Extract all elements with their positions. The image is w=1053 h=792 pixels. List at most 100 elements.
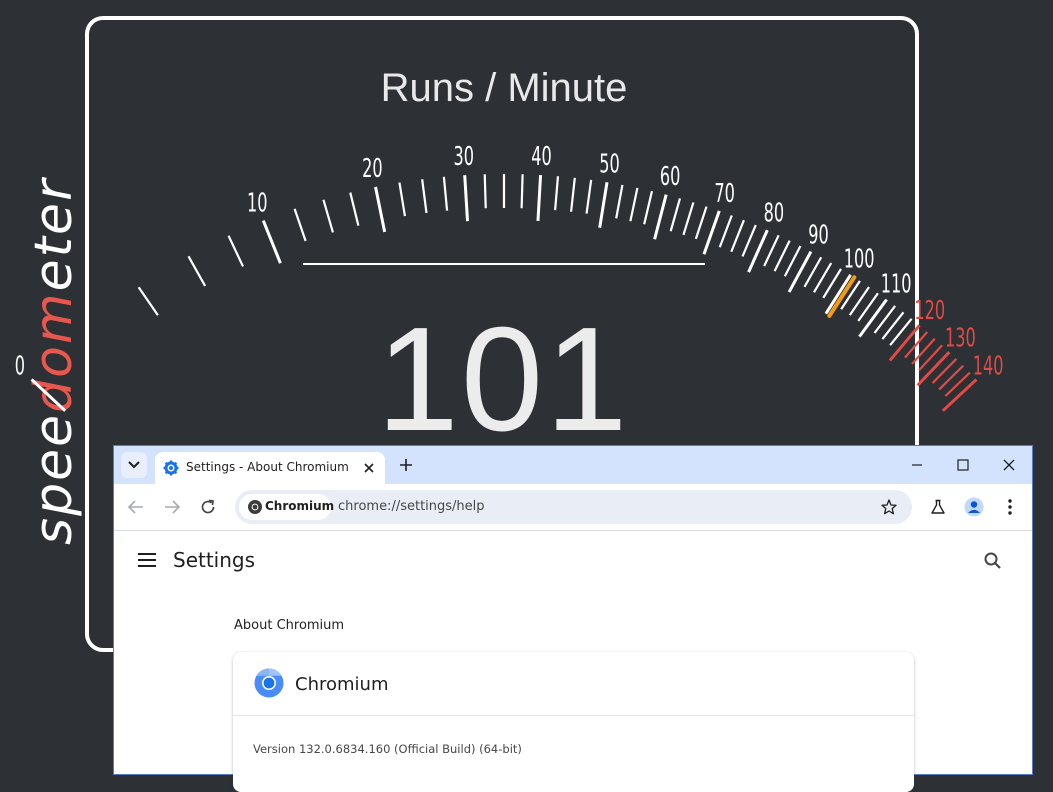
gauge-tick — [881, 311, 905, 340]
arrow-left-icon — [128, 500, 143, 514]
close-icon — [364, 463, 374, 473]
product-name: Chromium — [295, 674, 389, 695]
gauge-tick — [938, 364, 964, 391]
profile-button[interactable] — [961, 494, 987, 520]
browser-window: Settings - About Chromium — [113, 445, 1033, 792]
gauge-tick — [813, 262, 833, 293]
search-icon[interactable] — [982, 550, 1004, 572]
gear-icon — [163, 460, 179, 476]
gauge-tick — [783, 245, 802, 277]
gauge-label: 110 — [881, 270, 912, 300]
gauge-tick — [629, 187, 639, 222]
tab-title: Settings - About Chromium — [186, 460, 349, 474]
gauge-tick — [421, 179, 428, 214]
avatar-icon — [964, 497, 984, 517]
site-chip-label: Chromium — [265, 499, 335, 513]
maximize-button[interactable] — [950, 452, 976, 478]
tab-strip: Settings - About Chromium — [114, 446, 1032, 484]
gauge-label: 70 — [714, 179, 735, 209]
forward-button[interactable] — [159, 494, 185, 520]
maximize-icon — [957, 459, 969, 471]
gauge-label: 130 — [945, 324, 976, 354]
new-tab-button[interactable] — [395, 454, 417, 476]
gauge-tick — [227, 235, 245, 267]
gauge-tick — [398, 182, 407, 217]
gauge-tick — [293, 208, 307, 242]
gauge-tick — [442, 176, 449, 211]
back-button[interactable] — [123, 494, 149, 520]
gauge-needle — [827, 275, 857, 318]
minimize-icon — [912, 464, 922, 466]
gauge-ticks — [30, 174, 978, 412]
reload-icon — [201, 499, 215, 514]
gauge-label: 140 — [973, 352, 1004, 382]
gauge-tick — [747, 229, 769, 273]
gauge-tick — [536, 174, 543, 222]
gauge-label: 80 — [764, 199, 785, 229]
bookmark-button[interactable] — [878, 496, 900, 518]
gauge-label: 60 — [660, 162, 681, 192]
arrow-right-icon — [165, 500, 180, 514]
gauge-value: 101 — [376, 297, 630, 462]
gauge-tick — [261, 219, 282, 264]
labs-button[interactable] — [925, 494, 951, 520]
tab-settings[interactable]: Settings - About Chromium — [155, 452, 385, 484]
gauge-label: 30 — [453, 142, 474, 172]
divider — [233, 715, 914, 716]
gauge-tick — [322, 199, 334, 233]
browser-toolbar: Chromium chrome://settings/help — [114, 484, 1032, 531]
gauge-tick — [643, 190, 654, 225]
gauge-tick — [918, 344, 943, 372]
page-title: Settings — [173, 548, 256, 572]
gauge-tick — [483, 174, 487, 209]
settings-header: Settings — [114, 532, 1032, 590]
gauge-tick — [653, 194, 668, 240]
gauge-tick — [349, 192, 360, 226]
gauge-tick — [694, 206, 708, 240]
plus-icon — [400, 459, 412, 471]
gauge-tick — [669, 198, 682, 232]
gauge-tick — [888, 324, 921, 362]
gauge-label: 120 — [914, 296, 945, 326]
close-tab-button[interactable] — [359, 458, 379, 478]
address-bar[interactable]: Chromium chrome://settings/help — [235, 490, 912, 524]
gauge-label: 90 — [808, 221, 829, 251]
menu-button[interactable] — [997, 494, 1023, 520]
gauge-tick — [554, 176, 560, 211]
gauge-tick — [598, 182, 609, 228]
site-info-chip[interactable]: Chromium — [239, 494, 335, 520]
gauge-tick — [730, 219, 745, 253]
gauge-tick — [741, 224, 757, 257]
gauge-tick — [911, 337, 936, 365]
gauge-tick — [682, 202, 695, 236]
gauge-tick — [857, 292, 879, 322]
gauge-label: 50 — [599, 150, 620, 180]
close-window-button[interactable] — [996, 452, 1022, 478]
gauge-tick — [873, 305, 897, 334]
gauge-label: 20 — [362, 154, 383, 184]
gauge-tick — [941, 378, 978, 412]
url-text[interactable]: chrome://settings/help — [338, 499, 485, 514]
reload-button[interactable] — [195, 494, 221, 520]
tab-search-button[interactable] — [121, 452, 147, 478]
star-icon — [881, 499, 897, 515]
gauge-label: 100 — [844, 244, 875, 274]
gauge-tick — [615, 184, 624, 219]
hamburger-icon[interactable] — [138, 552, 156, 568]
gauge-tick — [889, 318, 913, 346]
gauge-tick — [585, 179, 593, 214]
gauge-tick — [822, 268, 842, 299]
gauge-title: Runs / Minute — [380, 66, 628, 110]
about-card: Chromium Version 132.0.6834.160 (Officia… — [233, 652, 914, 792]
gauge-tick — [944, 371, 971, 397]
flask-icon — [931, 499, 945, 514]
gauge-tick — [916, 351, 951, 387]
minimize-button[interactable] — [904, 452, 930, 478]
gauge-tick — [773, 240, 791, 272]
gauge-tick — [718, 215, 733, 248]
gauge-tick — [931, 358, 958, 384]
chromium-icon — [248, 500, 262, 514]
gauge-tick — [463, 175, 470, 222]
